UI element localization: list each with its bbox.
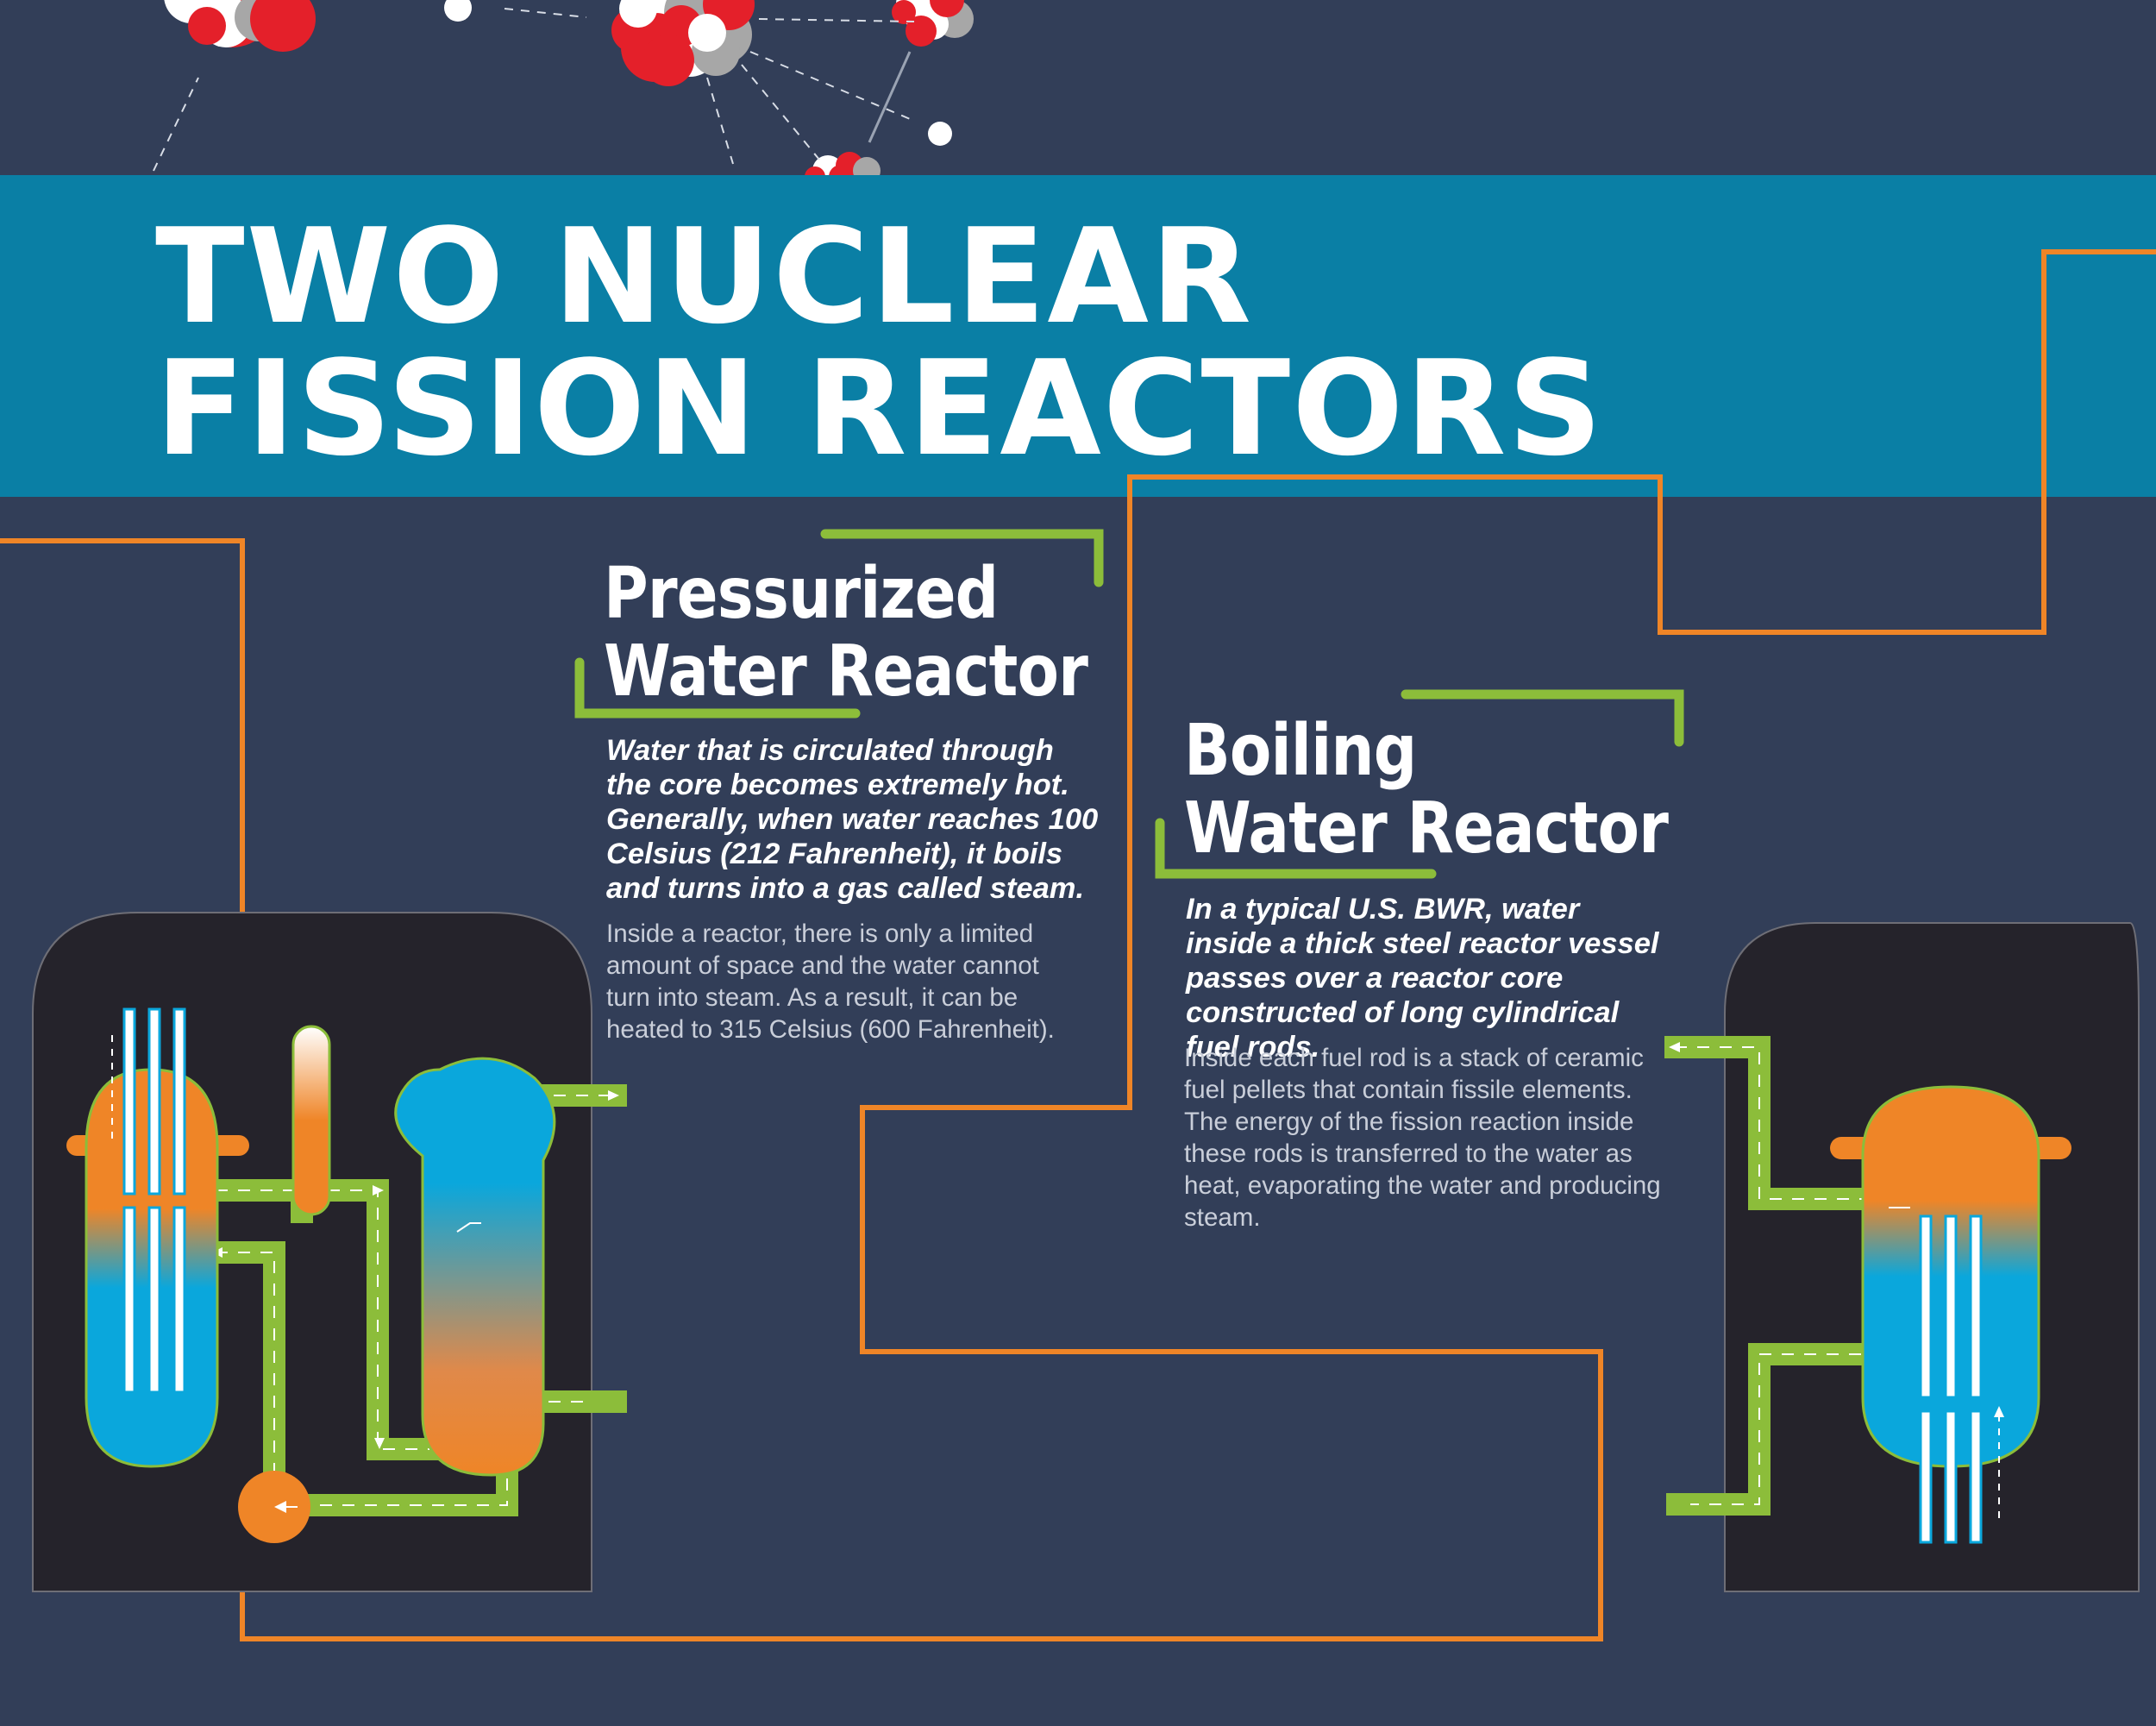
pwr-diagram: [32, 912, 627, 1592]
bwr-title-line-2: Water Reactor: [1184, 788, 1669, 869]
neutron-icon: [444, 0, 472, 22]
neutron-icon: [928, 122, 952, 146]
heading-brackets: [574, 529, 1684, 879]
fuel-rod-icon: [1919, 1214, 1983, 1544]
bwr-diagram: [1664, 922, 2140, 1592]
circuit-lines: [0, 249, 2156, 1641]
atom-cluster-icon: [611, 0, 755, 86]
title-banner: [0, 175, 2156, 497]
fuel-rod-icon: [122, 1007, 186, 1394]
pwr-title-line-1: Pressurized: [604, 553, 999, 635]
atom-cluster-icon: [164, 0, 316, 52]
reactor-vessel-icon: [1830, 1085, 2071, 1544]
page-title-line-2: FISSION REACTORS: [155, 332, 1604, 485]
pwr-body-text: Inside a reactor, there is only a limite…: [606, 919, 1055, 1044]
pressurizer-icon: [291, 1025, 331, 1216]
bwr-title-line-1: Boiling: [1184, 710, 1417, 792]
bwr-body-text: Inside each fuel rod is a stack of ceram…: [1184, 1044, 1661, 1232]
pwr-title-line-2: Water Reactor: [604, 631, 1088, 712]
reactor-vessel-icon: [66, 1007, 249, 1468]
bwr-lead-text: In a typical U.S. BWR, water inside a th…: [1186, 893, 1659, 1064]
fission-paths: [153, 8, 915, 172]
pwr-lead-text: Water that is circulated through the cor…: [606, 734, 1099, 905]
atom-cluster-icon: [892, 0, 974, 47]
page-title-line-1: TWO NUCLEAR: [155, 200, 1254, 353]
steam-generator-icon: [394, 1057, 556, 1477]
